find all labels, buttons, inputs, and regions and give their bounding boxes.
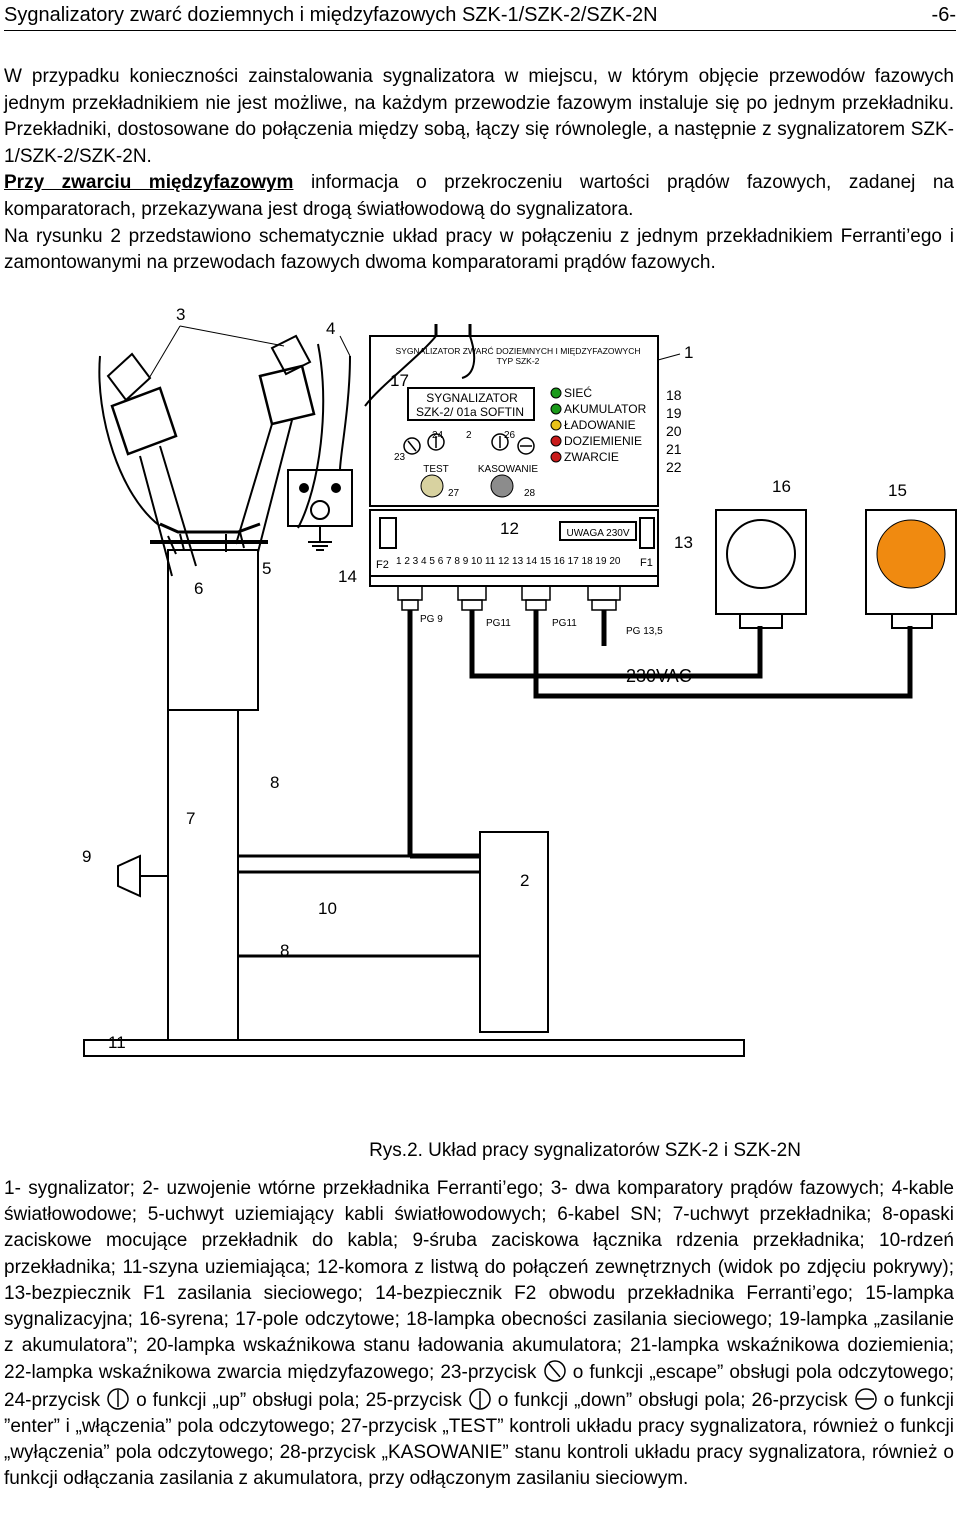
label-8-top: 8 [270,773,279,792]
lamp-siec [550,387,562,399]
down-button-icon[interactable] [491,433,509,451]
signalizer-device [369,335,659,507]
gland-label-4: PG 13,5 [626,626,663,637]
terminal-chamber [369,509,659,587]
sn-cable [159,522,261,534]
ground-busbar [83,1039,745,1057]
lamp-label-doziemienie: DOZIEMIENIE [564,434,642,448]
device-header-2: TYP SZK-2 [497,356,540,366]
test-button[interactable] [420,474,444,498]
label-7: 7 [186,809,195,828]
down-arrow-icon [468,1387,491,1410]
label-26: 26 [504,430,516,441]
legend-part-c: o funkcji „up” obsługi pola; 25-przycisk [130,1389,462,1411]
device-header-1: SYGNALIZATOR ZWARĆ DOZIEMNYCH I MIĘDZYFA… [396,346,641,356]
figure-diagram: SYGNALIZATOR ZWARĆ DOZIEMNYCH I MIĘDZYFA… [82,305,957,1057]
label-10: 10 [318,899,337,918]
lamp-label-siec: SIEĆ [564,385,592,400]
page-number: -6- [931,4,956,26]
legend-part-a: 1- sygnalizator; 2- uzwojenie wtórne prz… [4,1178,954,1384]
intro-paragraph-2: Przy zwarciu międzyfazowym informacja o … [4,170,954,223]
label-5: 5 [262,559,271,578]
header-title: Sygnalizatory zwarć doziemnych i międzyf… [4,4,658,26]
siren [715,509,807,615]
label-15: 15 [888,481,907,500]
lamp-zwarcie [550,451,562,463]
intro-text: W przypadku konieczności zainstalowania … [4,64,954,277]
wing-screw [117,854,141,898]
label-11: 11 [108,1033,126,1052]
cable-body [167,549,259,711]
intro-paragraph-1: W przypadku konieczności zainstalowania … [4,66,954,167]
signal-lamp-bulb [876,519,946,589]
supply-voltage-label: 230VAC [626,666,692,686]
comparator-left [98,352,197,577]
figure-legend: 1- sygnalizator; 2- uzwojenie wtórne prz… [4,1176,954,1492]
label-21: 21 [666,441,682,457]
up-arrow-icon [107,1387,129,1410]
fuse-f1-label: F1 [640,557,653,569]
label-14: 14 [338,567,357,586]
legend-part-e: o funkcji ”enter” i „włączenia” pola odc… [4,1389,955,1490]
comparator-right [235,334,325,553]
test-label: TEST [423,464,449,475]
transformer-holder [167,709,239,1041]
label-13: 13 [674,533,693,552]
lamp-label-zwarcie: ZWARCIE [564,450,619,464]
label-6: 6 [194,579,203,598]
label-18: 18 [666,387,682,403]
label-1: 1 [684,343,693,362]
escape-button-icon[interactable] [403,437,421,455]
intro-paragraph-3: Na rysunku 2 przedstawiono schematycznie… [4,225,954,274]
terminal-strip: 1 2 3 4 5 6 7 8 9 10 11 12 13 14 15 16 1… [396,556,621,567]
legend-part-b: o funkcji „escape” obsługi pola odczytow… [4,1362,955,1411]
page-header: Sygnalizatory zwarć doziemnych i międzyf… [4,0,956,31]
gland-label-3: PG11 [552,618,577,629]
label-27: 27 [448,488,460,499]
label-22: 22 [666,459,682,475]
up-button-icon[interactable] [427,433,445,451]
label-20: 20 [666,423,682,439]
label-3: 3 [176,305,185,324]
escape-icon [543,1360,566,1383]
label-4: 4 [326,319,335,338]
ground-clamp [287,469,353,527]
label-24: 24 [432,430,444,441]
emphasis-short-circuit: Przy zwarciu międzyfazowym [4,172,294,194]
enter-icon [854,1387,877,1410]
lamp-ladowanie [550,419,562,431]
secondary-winding [479,831,549,1033]
label-23: 23 [394,452,406,463]
lamp-label-akumulator: AKUMULATOR [564,402,647,416]
figure-caption: Rys.2. Układ pracy sygnalizatorów SZK-2 … [0,1140,960,1162]
lamp-akumulator [550,403,562,415]
indicator-lamps: SIEĆ AKUMULATOR ŁADOWANIE DOZIEMIENIE ZW… [550,385,647,464]
label-16: 16 [772,477,791,496]
gland-label-2: PG11 [486,618,511,629]
lamp-label-ladowanie: ŁADOWANIE [564,418,636,432]
label-19: 19 [666,405,682,421]
label-8-bottom: 8 [280,941,289,960]
enter-button-icon[interactable] [517,437,535,455]
lamp-doziemienie [550,435,562,447]
legend-part-d: o funkcji „down” obsługi pola; 26-przyci… [491,1389,848,1411]
reset-button[interactable] [490,474,514,498]
fuse-f2-label: F2 [376,559,389,571]
label-2: 2 [520,871,529,890]
display-panel [407,387,535,421]
label-25: 2 [466,430,472,441]
label-12: 12 [500,519,519,538]
reset-label: KASOWANIE [478,464,539,475]
cable-glands [397,585,621,611]
label-28: 28 [524,488,536,499]
gland-label-1: PG 9 [420,614,443,625]
warning-label: UWAGA 230V [567,528,630,539]
display-line-2: SZK-2/ 01a SOFTIN [416,405,524,419]
label-17: 17 [390,371,409,390]
label-9: 9 [82,847,91,866]
intro-paragraph-2-rest: informacja o przekroczeniu wartości prąd… [4,172,954,220]
caption-text: Rys.2. Układ pracy sygnalizatorów SZK-2 … [369,1140,801,1161]
display-line-1: SYGNALIZATOR [426,391,518,405]
